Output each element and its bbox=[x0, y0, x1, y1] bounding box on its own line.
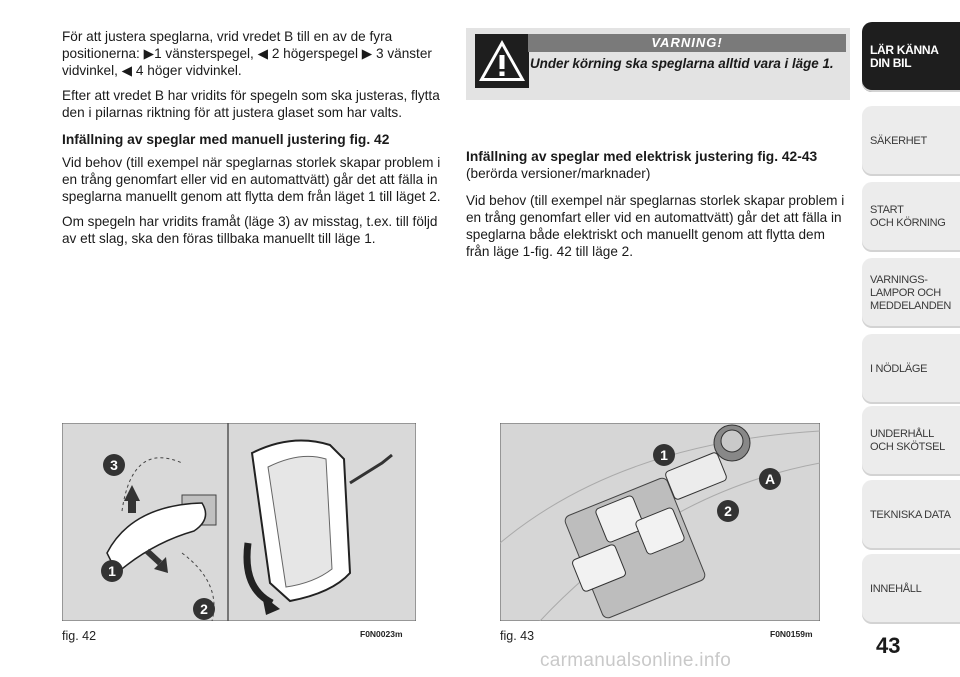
electric-fold-heading: Infällning av speglar med elektrisk just… bbox=[466, 149, 818, 164]
warning-triangle-icon bbox=[475, 34, 529, 88]
watermark: carmanualsonline.info bbox=[540, 650, 732, 671]
manual-fold-heading: Infällning av speglar med manuell juster… bbox=[62, 132, 390, 147]
tab-sakerhet[interactable]: SÄKERHET bbox=[862, 106, 960, 176]
fig42-callout-3: 3 bbox=[103, 454, 125, 476]
tab-underhall-och-skotsel[interactable]: UNDERHÅLL OCH SKÖTSEL bbox=[862, 406, 960, 476]
figure-42-mirror-illustration: 3 1 2 bbox=[62, 423, 416, 621]
fig43-callout-1: 1 bbox=[653, 444, 675, 466]
fig43-caption: fig. 43 bbox=[500, 629, 535, 643]
fig42-callout-1: 1 bbox=[101, 560, 123, 582]
warning-box: VARNING! Under körning ska speglarna all… bbox=[466, 28, 850, 100]
fig43-callout-2: 2 bbox=[717, 500, 739, 522]
left-column: För att justera speglarna, vrid vredet B… bbox=[62, 28, 444, 255]
tab-i-nodlage[interactable]: I NÖDLÄGE bbox=[862, 334, 960, 404]
figure-43-switch-panel-illustration: 1 A 2 bbox=[500, 423, 820, 621]
fig43-callout-A: A bbox=[759, 468, 781, 490]
tab-tekniska-data[interactable]: TEKNISKA DATA bbox=[862, 480, 960, 550]
tab-innehall[interactable]: INNEHÅLL bbox=[862, 554, 960, 624]
tab-lar-kanna-din-bil[interactable]: LÄR KÄNNA DIN BIL bbox=[862, 22, 960, 92]
page-number: 43 bbox=[876, 633, 901, 658]
chapter-sidebar: LÄR KÄNNA DIN BIL SÄKERHET START OCH KÖR… bbox=[862, 22, 960, 624]
right-column: Infällning av speglar med elektrisk just… bbox=[466, 148, 850, 268]
warning-text: Under körning ska speglarna alltid vara … bbox=[530, 56, 834, 71]
electric-fold-subheading: (berörda versioner/marknader) bbox=[466, 166, 651, 181]
electric-fold-paragraph: Vid behov (till exempel när speglarnas s… bbox=[466, 193, 845, 259]
manual-fold-paragraph-2: Om spegeln har vridits framåt (läge 3) a… bbox=[62, 214, 438, 246]
fig42-code: F0N0023m bbox=[360, 629, 403, 639]
fig42-caption: fig. 42 bbox=[62, 629, 97, 643]
warning-title: VARNING! bbox=[528, 34, 846, 52]
svg-text:2: 2 bbox=[724, 503, 732, 519]
fig42-callout-2: 2 bbox=[193, 598, 215, 620]
tab-varningslampor[interactable]: VARNINGS- LAMPOR OCH MEDDELANDEN bbox=[862, 258, 960, 328]
mirror-adjust-paragraph: För att justera speglarna, vrid vredet B… bbox=[62, 29, 432, 78]
fig43-code: F0N0159m bbox=[770, 629, 813, 639]
manual-fold-paragraph: Vid behov (till exempel när speglarnas s… bbox=[62, 155, 441, 204]
mirror-adjust-paragraph-2: Efter att vredet B har vridits för spege… bbox=[62, 88, 440, 120]
svg-text:A: A bbox=[765, 471, 775, 487]
svg-text:2: 2 bbox=[200, 601, 208, 617]
svg-text:3: 3 bbox=[110, 457, 118, 473]
tab-start-och-korning[interactable]: START OCH KÖRNING bbox=[862, 182, 960, 252]
svg-text:1: 1 bbox=[660, 447, 668, 463]
svg-text:1: 1 bbox=[108, 563, 116, 579]
